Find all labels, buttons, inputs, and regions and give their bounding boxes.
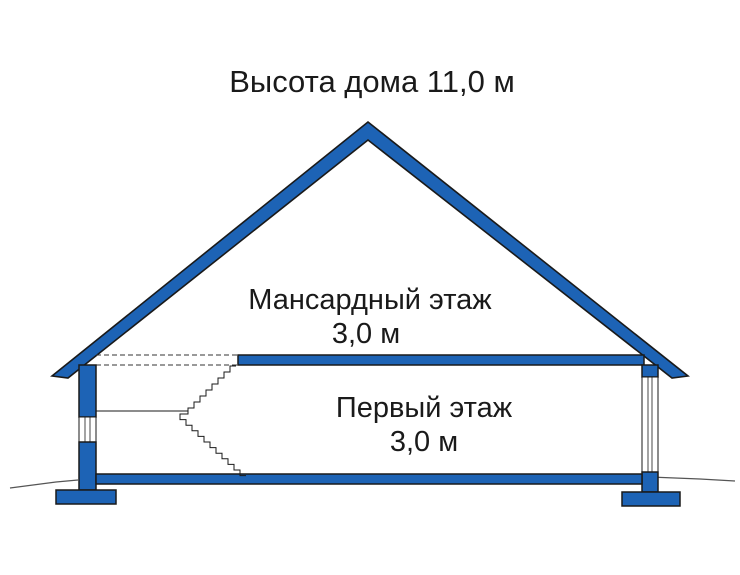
attic-floor-height: 3,0 м: [332, 318, 400, 350]
right-wall: [641, 364, 659, 493]
first-floor-label: Первый этаж: [336, 392, 513, 424]
ground-line: [9, 476, 736, 489]
right-foundation: [621, 491, 681, 507]
foundations: [55, 489, 681, 507]
ground-floor-slab: [95, 473, 643, 485]
house-height-title: Высота дома 11,0 м: [229, 64, 515, 99]
attic-floor-label: Мансардный этаж: [248, 284, 492, 316]
left-wall: [78, 364, 97, 491]
stair-opening-dashed: [96, 354, 238, 366]
staircase: [179, 365, 246, 477]
roof: [50, 120, 690, 379]
attic-floor-slab: [237, 354, 645, 366]
first-floor-height: 3,0 м: [390, 426, 458, 458]
left-foundation: [55, 489, 117, 505]
